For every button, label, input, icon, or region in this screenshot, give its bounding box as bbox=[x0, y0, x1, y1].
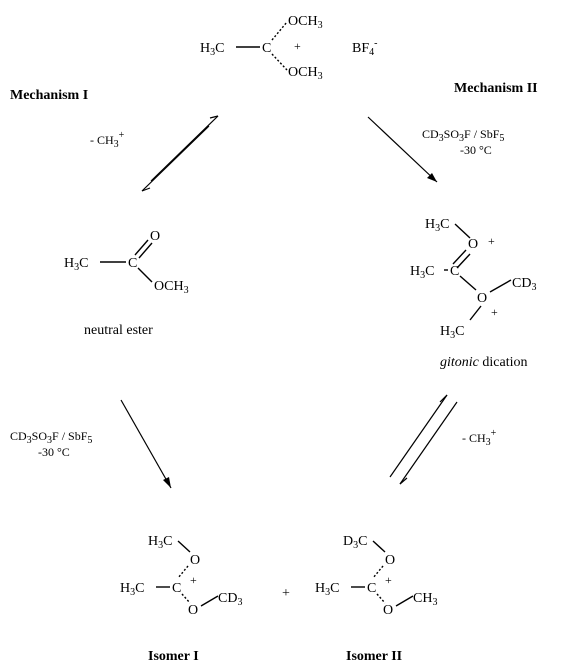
bf4-anion: BF4- bbox=[352, 38, 377, 58]
h3c-middle: H3C bbox=[410, 264, 434, 281]
h3c-label: H3C bbox=[64, 256, 88, 273]
oxonium-oxygen: O bbox=[468, 237, 478, 252]
d3c-top: D3C bbox=[343, 534, 367, 551]
equilibrium-arrow-left bbox=[141, 115, 219, 192]
h3c-left: H3C bbox=[120, 581, 144, 598]
gitonic-dication-label: gitonic dication bbox=[440, 355, 528, 370]
temperature-label-right: -30 °C bbox=[460, 143, 492, 157]
charge-plus-1: + bbox=[488, 234, 495, 248]
h3c-top: H3C bbox=[425, 217, 449, 234]
oxygen-bottom: O bbox=[188, 603, 198, 618]
carbon-atom: C bbox=[367, 581, 376, 596]
och3-lower: OCH3 bbox=[288, 65, 323, 82]
plus-sign: + bbox=[282, 586, 290, 601]
charge-plus: + bbox=[294, 39, 301, 53]
h3c-label: H3C bbox=[200, 41, 224, 58]
charge-plus: + bbox=[385, 573, 392, 587]
isomer-1-structure: H3C O H3C C + O CD3 bbox=[120, 534, 242, 618]
cd3-label: CD3 bbox=[512, 276, 536, 293]
mechanism-2-label: Mechanism II bbox=[454, 81, 538, 96]
isomer-1-label: Isomer I bbox=[148, 649, 199, 664]
carbon-atom: C bbox=[172, 581, 181, 596]
charge-plus: + bbox=[190, 573, 197, 587]
superacid-label-right: CD3SO3F / SbF5 bbox=[422, 127, 504, 144]
och3-upper: OCH3 bbox=[288, 14, 323, 31]
h3c-bottom: H3C bbox=[440, 324, 464, 341]
ch3-label: CH3 bbox=[413, 591, 437, 608]
carbon-atom: C bbox=[262, 41, 271, 56]
gitonic-dication: H3C O + H3C C O CD3 + H3C bbox=[410, 217, 536, 341]
top-cation: H3C C OCH3 OCH3 + BF4- bbox=[200, 14, 377, 82]
loss-methyl-label-left: - CH3+ bbox=[90, 130, 125, 150]
ether-oxygen: O bbox=[477, 291, 487, 306]
reaction-arrow-right bbox=[367, 116, 438, 183]
equilibrium-arrow-right bbox=[389, 394, 458, 485]
charge-plus-2: + bbox=[491, 305, 498, 319]
cd3-label: CD3 bbox=[218, 591, 242, 608]
isomer-2-structure: D3C O H3C C + O CH3 bbox=[315, 534, 437, 618]
oxygen-top: O bbox=[190, 553, 200, 568]
oxygen-bottom: O bbox=[383, 603, 393, 618]
carbonyl-oxygen: O bbox=[150, 229, 160, 244]
carbon-atom: C bbox=[450, 264, 459, 279]
temperature-label-left: -30 °C bbox=[38, 445, 70, 459]
neutral-ester: H3C C O OCH3 bbox=[64, 229, 189, 296]
reaction-arrow-left-bottom bbox=[120, 399, 172, 489]
neutral-ester-label: neutral ester bbox=[84, 323, 153, 338]
superacid-label-left: CD3SO3F / SbF5 bbox=[10, 429, 92, 446]
loss-methyl-label-right: - CH3+ bbox=[462, 428, 497, 448]
h3c-left: H3C bbox=[315, 581, 339, 598]
mechanism-1-label: Mechanism I bbox=[10, 88, 88, 103]
isomer-2-label: Isomer II bbox=[346, 649, 402, 664]
carbon-atom: C bbox=[128, 256, 137, 271]
och3-label: OCH3 bbox=[154, 279, 189, 296]
h3c-top: H3C bbox=[148, 534, 172, 551]
oxygen-top: O bbox=[385, 553, 395, 568]
